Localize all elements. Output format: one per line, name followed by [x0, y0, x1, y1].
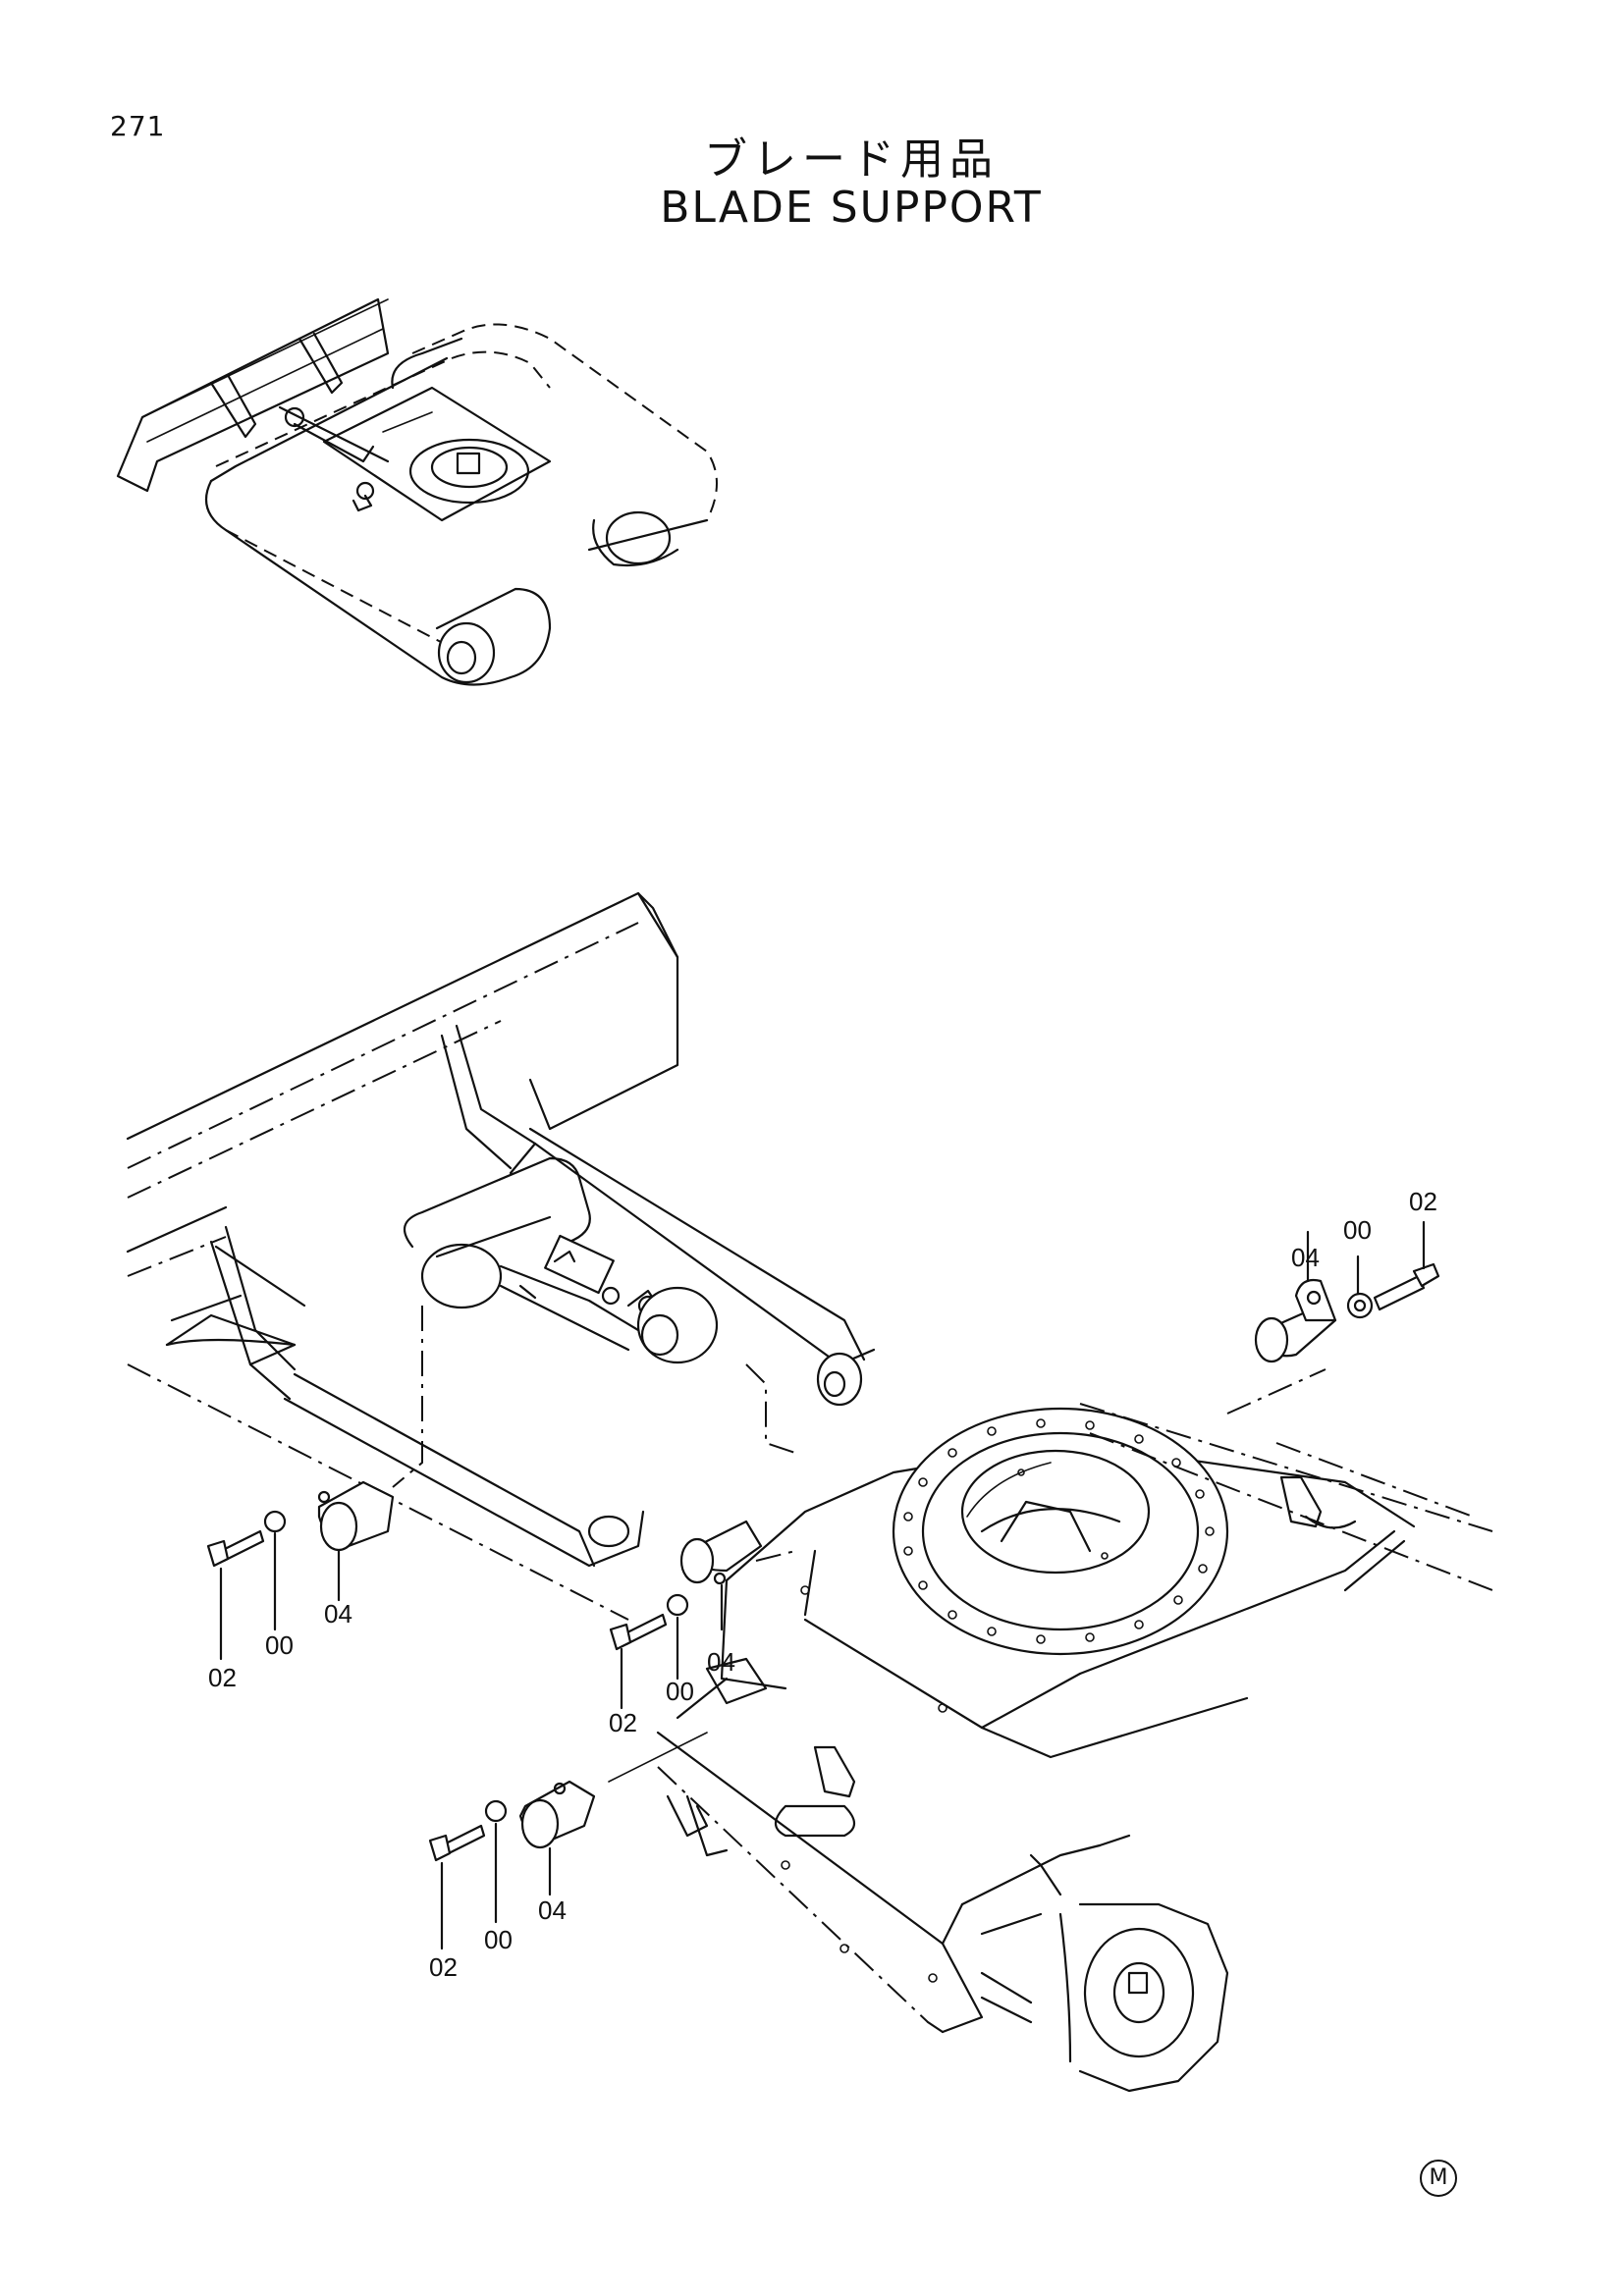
blade-assembly: [126, 891, 876, 1621]
title-english: BLADE SUPPORT: [660, 183, 1043, 233]
callout-washer: 00: [484, 1925, 513, 1954]
pin-assembly-right: [1226, 1220, 1440, 1415]
undercarriage-frame: [656, 1403, 1493, 2093]
pin-assembly-middle: [609, 1363, 796, 1710]
manufacturer-mark: M: [1420, 2160, 1457, 2197]
pin-assembly-left: [206, 1306, 423, 1661]
callout-bolt: 02: [609, 1708, 637, 1737]
callout-bolt: 02: [1409, 1187, 1437, 1216]
callout-pin: 04: [324, 1599, 352, 1629]
callout-pin: 04: [538, 1896, 567, 1925]
page-number: 271: [110, 110, 166, 142]
callout-washer: 00: [666, 1677, 694, 1706]
blade-cylinder: [403, 1156, 719, 1364]
callout-pin: 04: [1291, 1243, 1320, 1272]
callout-bolt: 02: [429, 1952, 458, 1982]
overview-illustration: [116, 297, 718, 686]
callout-washer: 00: [265, 1630, 294, 1660]
title-japanese: ブレード用品: [704, 134, 999, 185]
callout-washer: 00: [1343, 1215, 1372, 1245]
callout-pin: 04: [707, 1647, 735, 1677]
pin-assembly-lower: [428, 1732, 708, 1950]
callout-bolt: 02: [208, 1663, 237, 1692]
